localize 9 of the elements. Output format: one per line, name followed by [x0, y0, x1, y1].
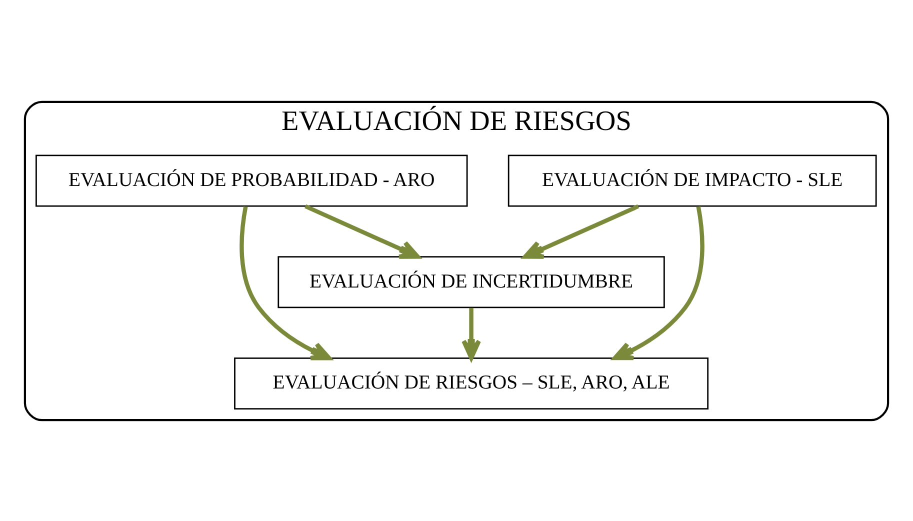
arrow	[462, 307, 481, 360]
node-box: EVALUACIÓN DE RIESGOS – SLE, ARO, ALE	[234, 356, 709, 410]
arrow	[523, 204, 640, 258]
arrow	[304, 204, 420, 258]
node-box: EVALUACIÓN DE IMPACTO - SLE	[508, 154, 877, 206]
arrow	[612, 206, 704, 360]
node-box: EVALUACIÓN DE PROBABILIDAD - ARO	[36, 154, 468, 206]
arrow	[240, 206, 332, 360]
node-box: EVALUACIÓN DE INCERTIDUMBRE	[278, 256, 665, 308]
